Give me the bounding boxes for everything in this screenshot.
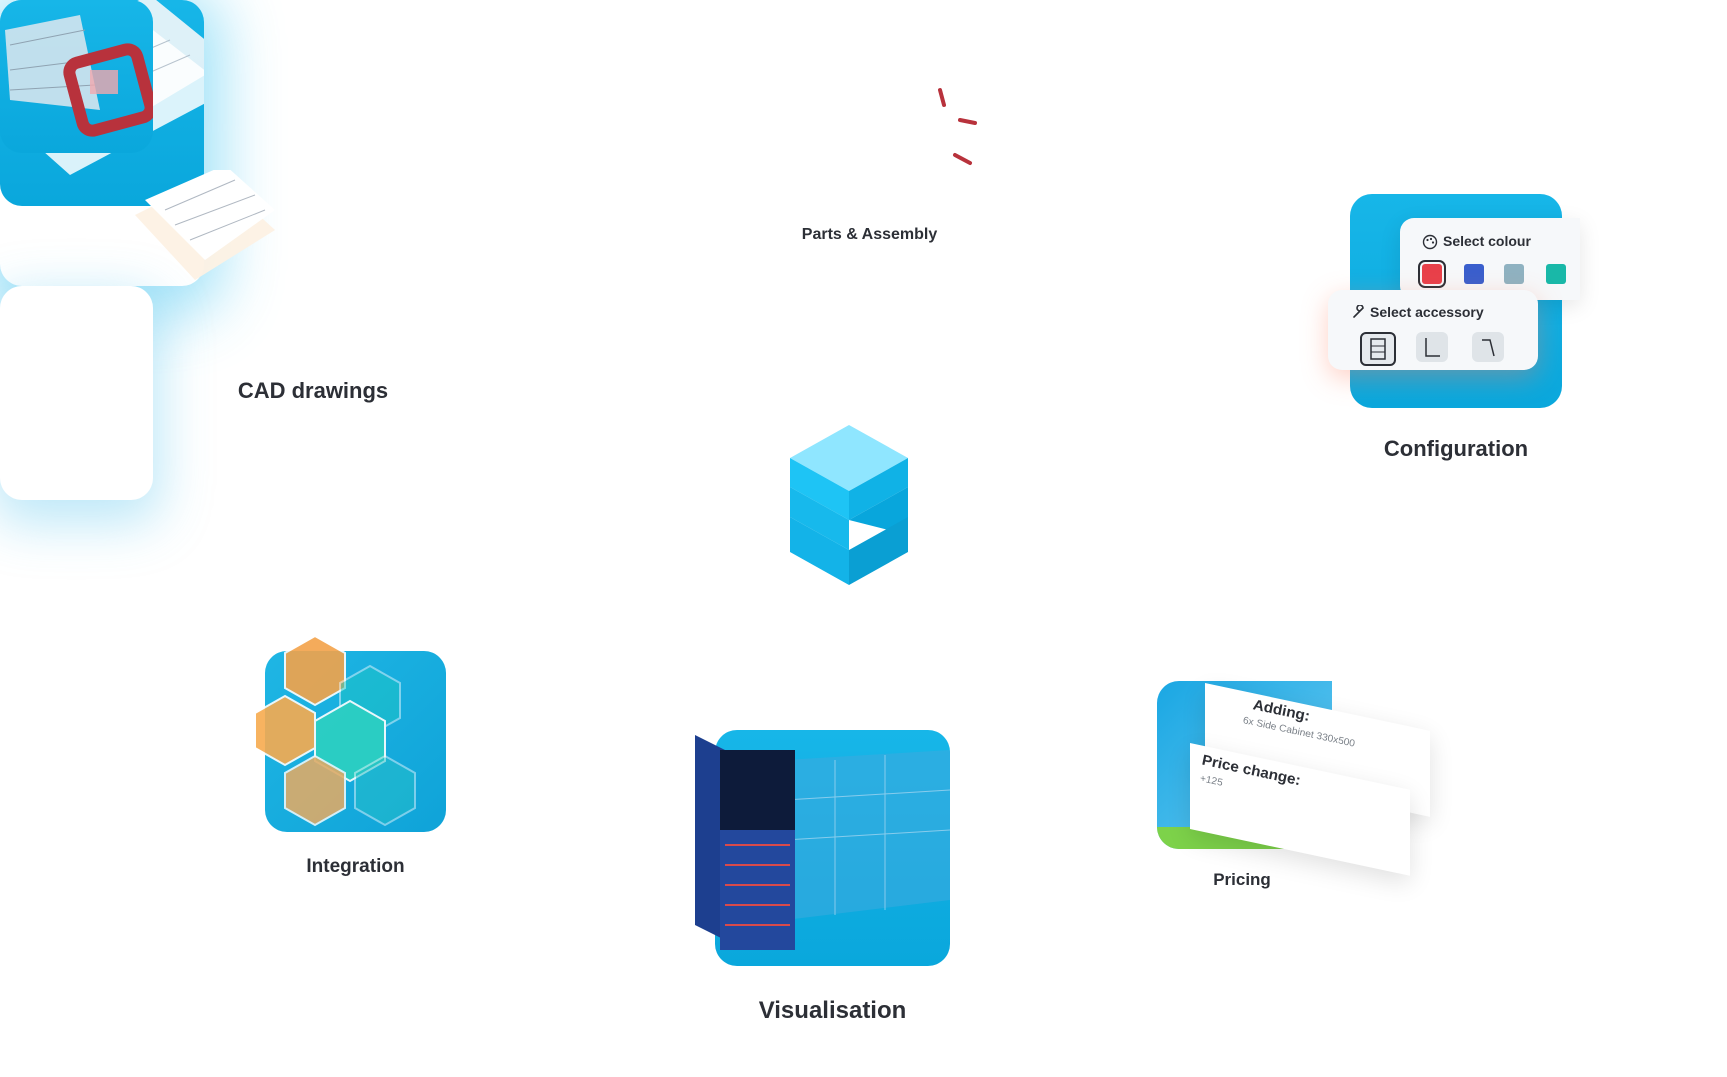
accessory-drawers[interactable] xyxy=(1360,332,1396,366)
visualisation-label: Visualisation xyxy=(758,997,907,1024)
colour-panel: Select colour xyxy=(1400,218,1580,300)
accessory-hook[interactable] xyxy=(1472,332,1504,362)
integration-tile[interactable] xyxy=(254,634,446,832)
parts-assembly-card[interactable] xyxy=(0,0,153,500)
visualisation-cabinet xyxy=(695,735,795,950)
accessory-shelf[interactable] xyxy=(1416,332,1448,362)
palette-icon xyxy=(1422,234,1438,250)
parts-screws xyxy=(938,88,977,165)
accessory-panel: Select accessory xyxy=(1328,290,1538,370)
colour-swatch-grey[interactable] xyxy=(1504,264,1524,284)
price-change-detail: +125 xyxy=(1200,773,1223,789)
wrench-icon xyxy=(1353,305,1364,318)
integration-cubes xyxy=(254,634,416,827)
colour-swatch-blue[interactable] xyxy=(1464,264,1484,284)
stacked-logo-icon xyxy=(790,425,908,585)
cad-sheets-overlay xyxy=(135,170,275,280)
integration-label: Integration xyxy=(306,856,405,877)
colour-swatch-teal[interactable] xyxy=(1546,264,1566,284)
cad-drawings-label: CAD drawings xyxy=(237,378,389,403)
colour-swatch-red[interactable] xyxy=(1418,260,1446,288)
parts-assembly-image xyxy=(0,0,153,153)
select-colour-title: Select colour xyxy=(1443,233,1531,249)
pricing-label: Pricing xyxy=(1213,870,1271,889)
select-accessory-title: Select accessory xyxy=(1370,304,1484,320)
configuration-label: Configuration xyxy=(1383,436,1529,461)
parts-assembly-label: Parts & Assembly xyxy=(801,226,938,243)
